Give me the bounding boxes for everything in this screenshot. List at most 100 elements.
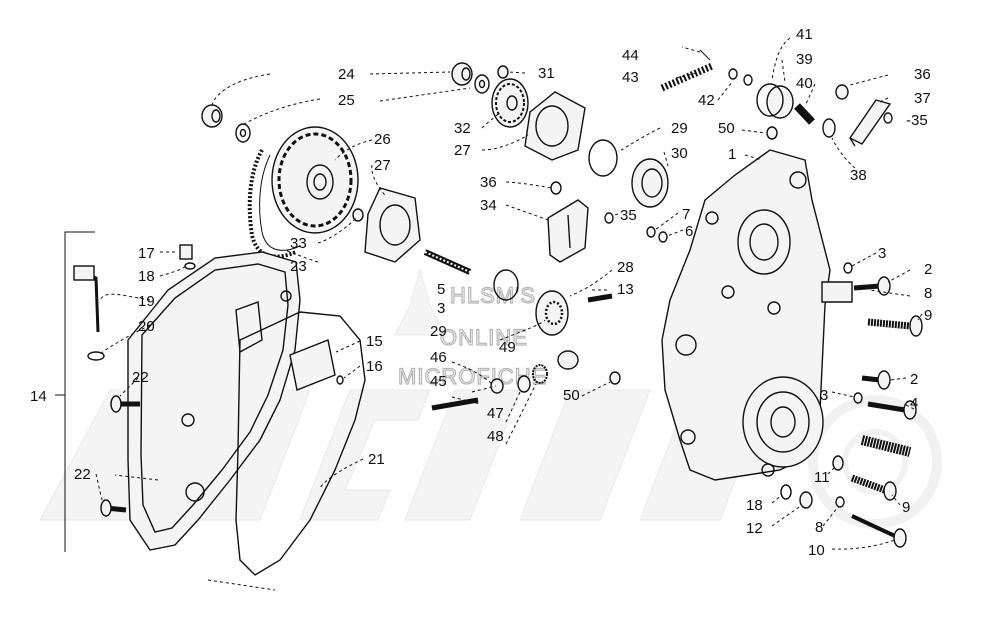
washer-38 <box>822 118 836 138</box>
callout-11: 11 <box>814 469 830 486</box>
callout-29-upper: 29 <box>671 120 688 137</box>
bearing-30 <box>631 158 669 208</box>
callout-45: 45 <box>430 373 447 390</box>
callout-10: 10 <box>808 542 825 559</box>
callout-43: 43 <box>622 69 639 86</box>
callout-34: 34 <box>480 197 497 214</box>
callout-14: 14 <box>30 388 47 405</box>
callout-50-upper: 50 <box>718 120 735 137</box>
plug-50-top <box>766 126 778 140</box>
leader-lines <box>95 37 923 591</box>
callout-36-left: 36 <box>480 174 497 191</box>
callout-labels: 24 25 26 27 33 23 31 32 27 29 30 36 34 3… <box>30 26 932 559</box>
callout-37: 37 <box>914 90 931 107</box>
callout-30: 30 <box>671 145 688 162</box>
callout-27-left: 27 <box>374 157 391 174</box>
large-sprocket <box>271 126 359 234</box>
callout-36-right: 36 <box>914 66 931 83</box>
washer-25-lower <box>235 123 251 143</box>
nut-7 <box>646 226 656 238</box>
callout-12: 12 <box>746 520 763 537</box>
callout-39: 39 <box>796 51 813 68</box>
cap-screw-22-upper <box>110 395 140 413</box>
bearing-plate-lower <box>364 187 421 263</box>
washer-18-upper <box>184 262 196 270</box>
callout-3-center: 3 <box>437 300 445 317</box>
callout-15: 15 <box>366 333 383 350</box>
nut-33 <box>352 208 364 222</box>
callout-35-left: 35 <box>620 207 637 224</box>
bushing-8-upper <box>821 281 853 303</box>
o-ring-lower <box>493 269 519 301</box>
washer-35-right <box>883 112 893 124</box>
washer-8-lower <box>835 496 845 508</box>
callout-17: 17 <box>138 245 155 262</box>
callout-41: 41 <box>796 26 813 43</box>
washer-11 <box>832 455 844 471</box>
vent-plug-17 <box>179 244 193 260</box>
callout-3-lower: 3 <box>820 387 828 404</box>
bolt-9-lower <box>850 474 897 501</box>
group-bracket-14 <box>55 231 95 552</box>
callout-18-upper: 18 <box>138 268 155 285</box>
nut-36-left <box>550 181 562 195</box>
tension-spring <box>660 49 714 92</box>
callout-38: 38 <box>850 167 867 184</box>
inspection-plate-15 <box>289 339 336 391</box>
callout-29-lower: 29 <box>430 323 447 340</box>
bearing-28 <box>535 290 569 336</box>
callout-42: 42 <box>698 92 715 109</box>
washer-18-lower <box>780 484 792 500</box>
callout-8-upper: 8 <box>924 285 932 302</box>
washer-35-left <box>604 212 614 224</box>
dipstick-19 <box>73 265 100 333</box>
callout-2-lower: 2 <box>910 371 918 388</box>
shaft-sprocket-stub <box>860 435 912 457</box>
bolt-2-upper <box>853 276 891 296</box>
plug-50-low <box>609 371 621 385</box>
washer-42 <box>728 68 753 86</box>
screw-16 <box>336 375 344 385</box>
callout-48: 48 <box>487 428 504 445</box>
callout-9-upper: 9 <box>924 307 932 324</box>
o-ring-upper <box>588 139 618 177</box>
callout-25: 25 <box>338 92 355 109</box>
pin-40 <box>794 103 815 125</box>
callout-26: 26 <box>374 131 391 148</box>
washer-6 <box>658 231 668 243</box>
washer-3-lower <box>853 392 863 404</box>
spacer-47-48 <box>517 364 548 393</box>
tensioner-bracket <box>547 199 589 263</box>
callout-8-lower: 8 <box>815 519 823 536</box>
adjuster-bolt-5 <box>423 249 472 275</box>
callout-46: 46 <box>430 349 447 366</box>
callout-28: 28 <box>617 259 634 276</box>
callout-32: 32 <box>454 120 471 137</box>
callout-18-lower: 18 <box>746 497 763 514</box>
bolt-9-upper <box>867 315 923 337</box>
nut-12 <box>799 491 813 509</box>
watermark-line-2: ONLINE <box>440 325 528 350</box>
cap-screw-22-lower <box>100 499 127 517</box>
callout-24: 24 <box>338 66 355 83</box>
callout-1: 1 <box>728 146 736 163</box>
callout-23: 23 <box>290 258 307 275</box>
callout-35-right: -35 <box>906 112 928 129</box>
bushing-49 <box>557 350 579 370</box>
callout-49: 49 <box>499 339 516 356</box>
callout-5: 5 <box>437 281 445 298</box>
callout-9-lower: 9 <box>902 499 910 516</box>
callout-33: 33 <box>290 235 307 252</box>
chaincase-housing <box>661 149 831 481</box>
bolt-2-lower <box>861 370 891 390</box>
bearing-plate-upper <box>524 91 586 161</box>
callout-40: 40 <box>796 75 813 92</box>
callout-2-upper: 2 <box>924 261 932 278</box>
callout-44: 44 <box>622 47 639 64</box>
callout-20: 20 <box>138 318 155 335</box>
washer-3-upper <box>843 262 853 274</box>
washer-46 <box>490 378 504 394</box>
tensioner-arm-37 <box>848 99 892 147</box>
